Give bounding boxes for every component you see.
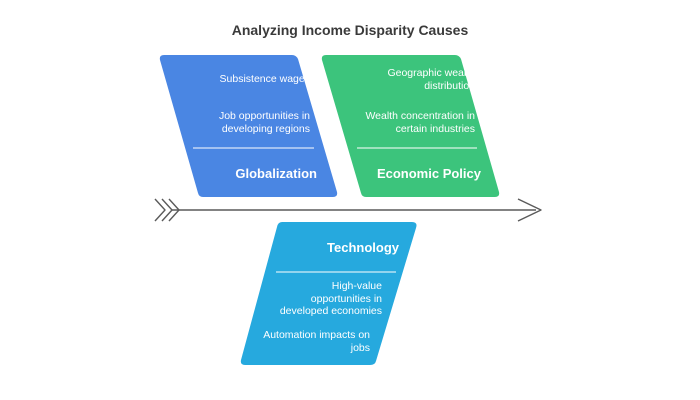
economic-policy-item-1: Geographic wealth distribution xyxy=(387,67,475,92)
globalization-item-1: Subsistence wages xyxy=(219,73,310,85)
economic-policy-box xyxy=(321,55,500,197)
technology-item-1: High-value opportunities in developed ec… xyxy=(279,280,382,317)
technology-box xyxy=(240,222,417,365)
globalization-heading: Globalization xyxy=(235,166,317,181)
economic-policy-heading: Economic Policy xyxy=(376,166,481,181)
spine-arrowhead-icon xyxy=(517,198,542,222)
economic-policy-item-2: Wealth concentration in certain industri… xyxy=(365,110,475,135)
globalization-item-2: Job opportunities in developing regions xyxy=(218,110,310,135)
technology-heading: Technology xyxy=(327,240,399,255)
technology-item-2: Automation impacts on jobs xyxy=(263,329,370,354)
diagram-title: Analyzing Income Disparity Causes xyxy=(231,22,469,38)
globalization-box xyxy=(159,55,338,197)
